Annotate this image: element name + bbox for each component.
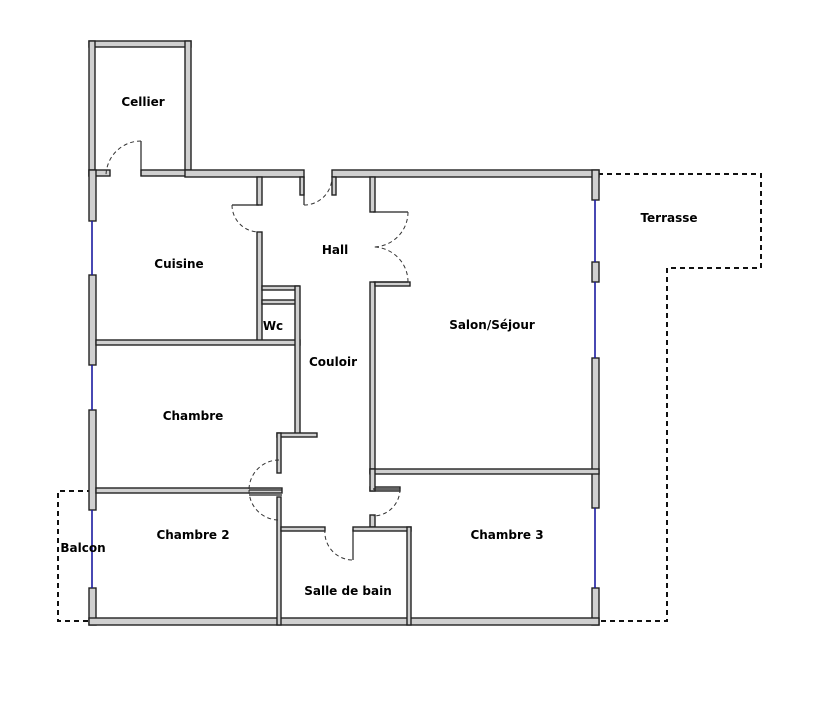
room-label-couloir: Couloir [309,355,357,369]
room-label-wc: Wc [263,319,283,333]
room-label-terrasse: Terrasse [640,211,697,225]
terrasse-outline [598,173,762,622]
room-label-chambre: Chambre [163,409,224,423]
room-label-salle-de-bain: Salle de bain [304,584,392,598]
room-label-chambre-2: Chambre 2 [156,528,229,542]
windows [91,200,596,588]
room-label-chambre-3: Chambre 3 [470,528,543,542]
room-label-cuisine: Cuisine [154,257,203,271]
room-label-cellier: Cellier [121,95,164,109]
doors [105,140,409,561]
room-label-balcon: Balcon [60,541,105,555]
balcon-outline [57,490,92,622]
room-label-hall: Hall [322,243,348,257]
room-label-salon: Salon/Séjour [449,318,535,332]
